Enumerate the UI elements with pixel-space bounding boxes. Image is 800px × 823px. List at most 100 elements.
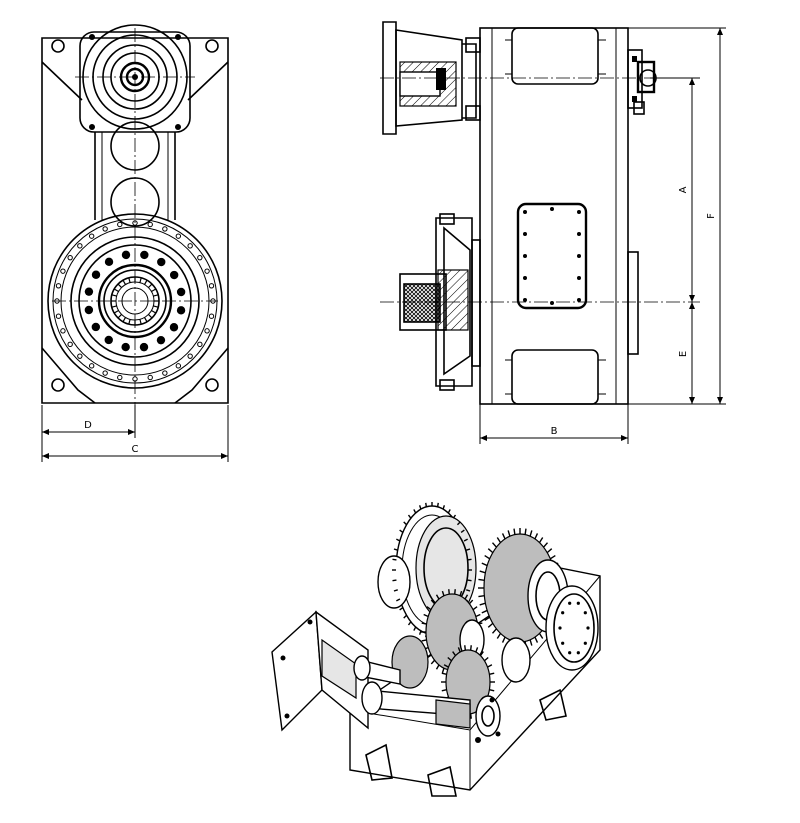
bolt-hole (54, 298, 60, 304)
gear-tooth (543, 542, 549, 548)
bolt-hole (210, 298, 216, 304)
dimension-c: C (41, 405, 229, 462)
cover-bolt (561, 641, 565, 645)
gear-tooth (478, 578, 485, 582)
cover-bolt (576, 651, 580, 655)
cover-bolt (586, 626, 590, 630)
gear-tooth (396, 538, 401, 542)
bolt-head (121, 250, 131, 260)
bolt-hole (208, 283, 215, 289)
gear-tooth (460, 529, 465, 533)
gear-tooth (464, 594, 469, 600)
gear-tooth (413, 626, 417, 631)
gear-tooth (421, 639, 427, 642)
gear-tooth (529, 530, 533, 537)
gear-tooth (507, 530, 511, 537)
gear-tooth (501, 533, 506, 540)
gear-tooth (457, 647, 461, 653)
bolt-head (104, 335, 113, 345)
gear-tooth (489, 672, 495, 676)
bolt-hole (197, 254, 203, 261)
gear-tooth (447, 509, 451, 514)
bolt-hole (55, 283, 62, 289)
gear-tooth (452, 651, 457, 657)
dim-label-a: A (678, 186, 689, 193)
bolt-head (157, 257, 166, 267)
bolt-hole (60, 328, 66, 334)
bolt-head (91, 270, 101, 279)
gear-tooth (538, 537, 544, 543)
bolt-head (91, 322, 101, 332)
front-view: D C (41, 24, 229, 462)
gear-tooth (489, 688, 495, 692)
gear-tooth (443, 664, 449, 668)
bolt-hole (102, 226, 108, 232)
bolt-hole (77, 353, 83, 359)
bolt-head (156, 335, 166, 345)
cover-bolt (583, 641, 587, 645)
spline-tooth (113, 288, 119, 293)
gear-tooth (418, 505, 422, 510)
cover-bolt (568, 651, 572, 655)
dim-label-b: B (551, 426, 558, 437)
cover-bolt (576, 601, 580, 605)
gear-tooth (467, 558, 472, 561)
dim-label-c: C (132, 444, 139, 455)
gear-tooth (426, 606, 432, 611)
gear-tooth (472, 606, 478, 611)
spline-tooth (153, 294, 159, 297)
gear-tooth (413, 509, 417, 514)
gear-tooth (447, 656, 452, 662)
bolt-hole (60, 268, 66, 274)
gear-tooth (491, 542, 497, 548)
cover-bolt (561, 611, 565, 615)
gear-tooth (487, 548, 494, 554)
gear-tooth (496, 537, 502, 543)
gear-tooth (524, 528, 527, 535)
bolt-hole (132, 376, 138, 382)
gear-tooth (399, 529, 404, 533)
gear-tooth (478, 594, 485, 598)
dim-label-e: E (678, 351, 689, 357)
bolt-hole (77, 243, 83, 249)
gear-tooth (479, 602, 486, 606)
input-flange (75, 24, 195, 133)
spline-tooth (117, 314, 122, 319)
spline-tooth (153, 305, 159, 308)
bolt-hole (55, 313, 62, 319)
gear-tooth (441, 667, 445, 674)
spline-tooth (139, 277, 142, 283)
gear-tooth (435, 594, 440, 600)
spline-tooth (151, 288, 157, 293)
gear-tooth (479, 651, 484, 657)
gear-tooth (393, 589, 398, 592)
bolt-hole (88, 363, 95, 369)
dimension-a: A (650, 77, 700, 302)
dimension-b: B (479, 404, 629, 444)
gear-tooth (421, 622, 427, 625)
bolt-hole (67, 254, 73, 261)
gear-tooth (441, 590, 445, 597)
gear-tooth (448, 589, 450, 595)
gear-tooth (534, 636, 539, 643)
gear-tooth (491, 628, 497, 634)
gear-tooth (487, 664, 493, 668)
gear-tooth (403, 521, 408, 526)
bolt-head (121, 342, 130, 352)
bolt-hole (67, 341, 73, 348)
gear-tooth (441, 688, 447, 692)
gear-tooth (538, 633, 544, 639)
dimension-f: F (628, 27, 726, 405)
spline-tooth (143, 279, 148, 285)
gear-tooth (464, 645, 467, 651)
spline-tooth (117, 283, 122, 288)
gear-tooth (403, 614, 408, 619)
gear-tooth (496, 633, 502, 639)
gear-tooth (469, 645, 472, 651)
gear-tooth (393, 548, 398, 551)
gear-tooth (487, 622, 494, 628)
gear-tooth (479, 570, 486, 574)
output-flange (47, 213, 223, 389)
bolt-hole (187, 243, 193, 249)
